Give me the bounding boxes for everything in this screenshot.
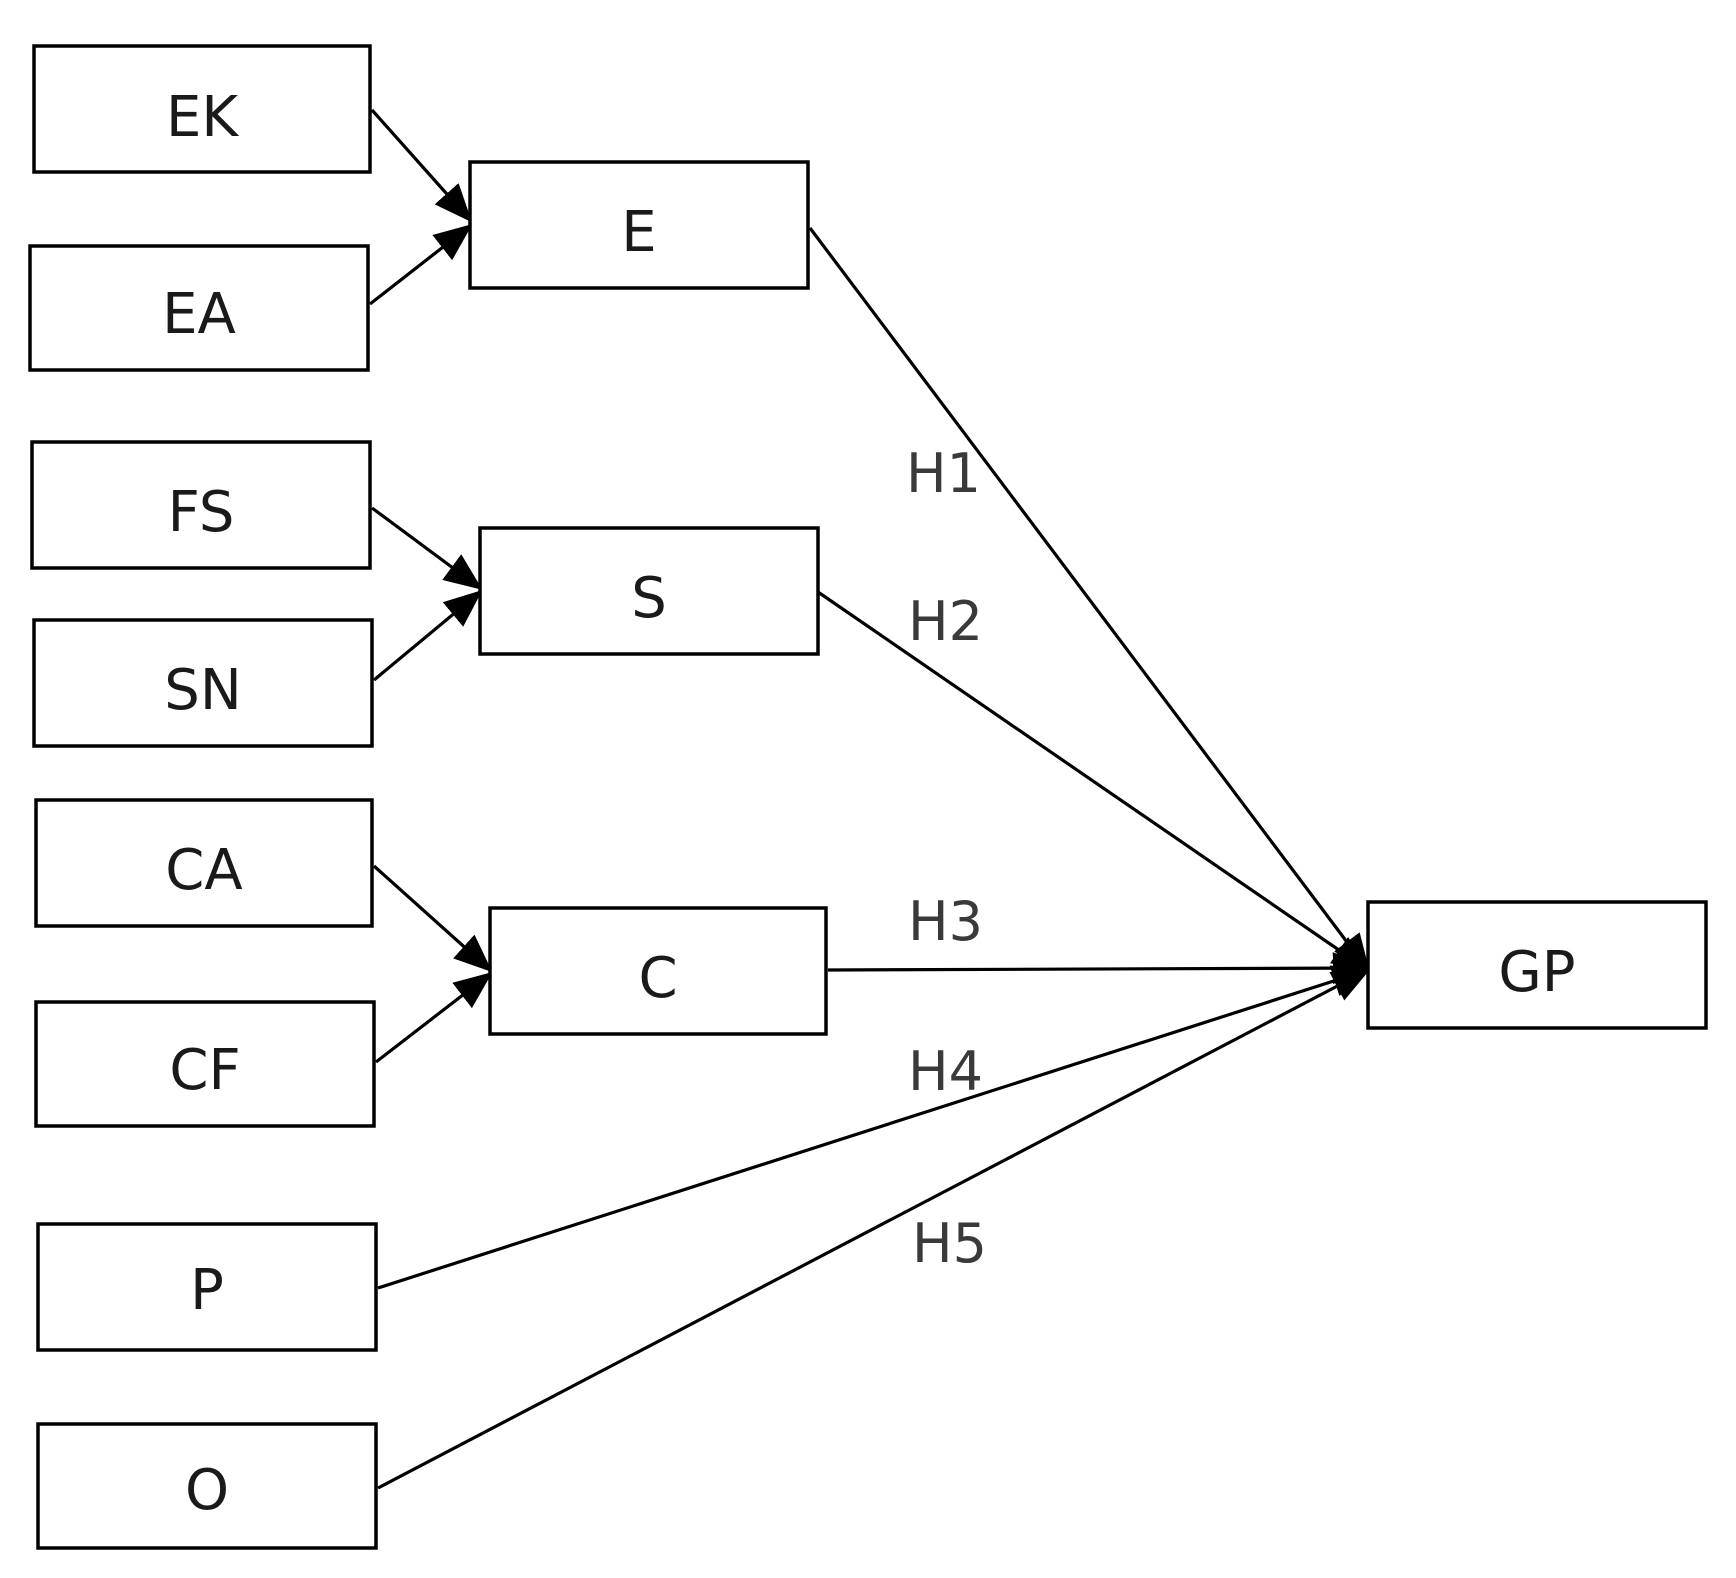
node-ca-label: CA [165,838,242,903]
node-gp: GP [1366,900,1708,1030]
node-p: P [36,1222,378,1352]
node-c-label: C [638,946,677,1011]
hypothesis-label-h2: H2 [908,590,983,653]
node-fs: FS [30,440,372,570]
node-ek: EK [32,44,372,174]
hypothesis-label-h4: H4 [908,1040,983,1103]
edge-s-to-gp [817,590,1371,972]
node-o: O [36,1422,378,1550]
edge-ek-to-e [370,108,473,223]
node-s-label: S [631,566,667,631]
node-p-label: P [190,1258,224,1323]
node-ea: EA [28,244,370,372]
hypothesis-label-h1: H1 [906,442,981,505]
edge-e-to-gp [808,227,1370,973]
edge-ea-to-e [369,224,473,306]
edge-fs-to-s [371,506,483,590]
node-c: C [488,906,828,1036]
edge-sn-to-s [372,589,483,682]
node-sn-label: SN [164,658,241,723]
node-ca: CA [34,798,374,928]
node-cf: CF [34,1000,376,1128]
hypothesis-label-h3: H3 [908,890,983,953]
edges-layer [369,108,1372,1490]
hypothesis-label-h5: H5 [912,1212,987,1275]
edge-p-to-gp [377,965,1372,1290]
node-ea-label: EA [162,282,236,347]
node-o-label: O [185,1458,229,1523]
edge-ca-to-c [372,864,493,973]
node-gp-label: GP [1498,940,1575,1005]
node-e-label: E [621,200,656,265]
node-ek-label: EK [166,85,239,150]
node-sn: SN [32,618,374,748]
edge-cf-to-c [375,972,493,1064]
node-s: S [478,526,820,656]
node-e: E [468,160,810,290]
edge-o-to-gp [377,968,1371,1490]
edge-c-to-gp [827,952,1372,985]
node-fs-label: FS [168,480,235,545]
node-cf-label: CF [169,1038,240,1103]
